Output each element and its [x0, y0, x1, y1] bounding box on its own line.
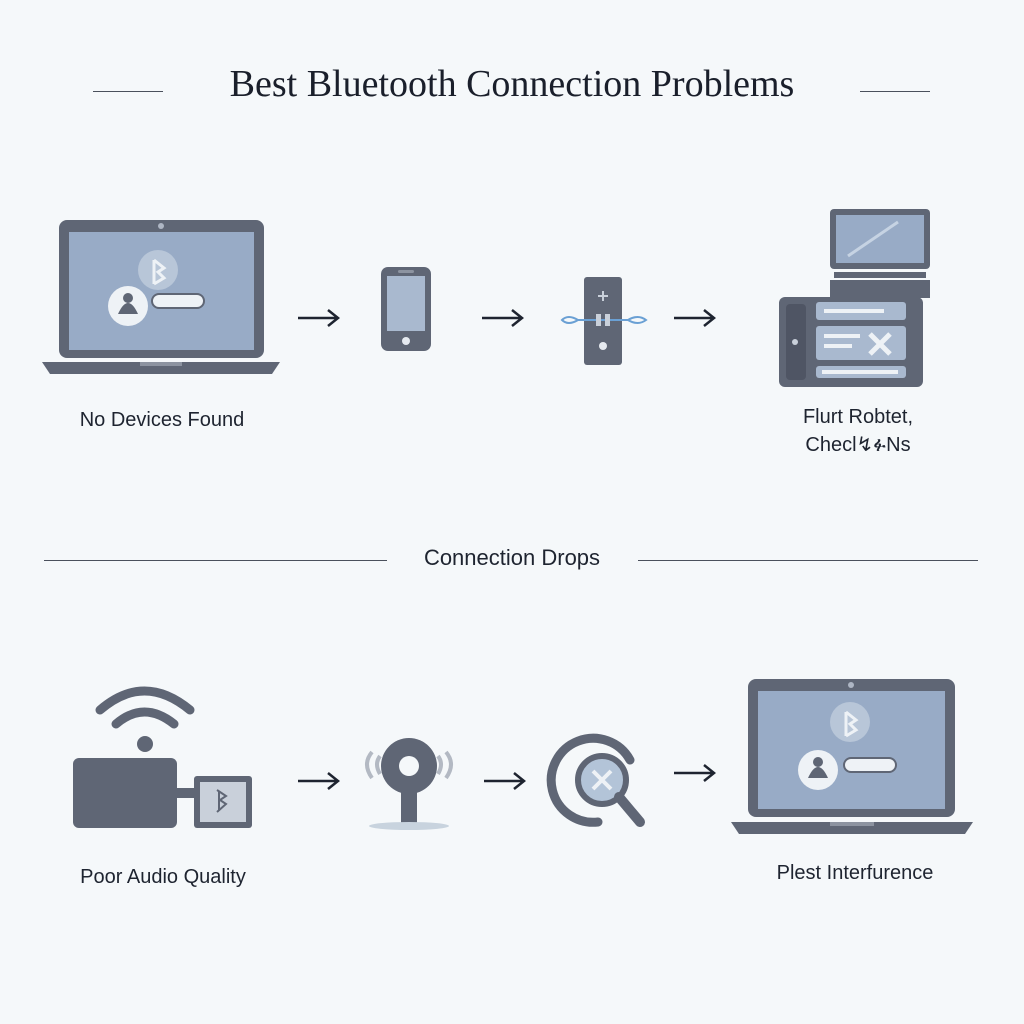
laptop-bluetooth-icon: [731, 679, 973, 834]
wifi-router-icon: [73, 686, 252, 828]
title-rule-right: [860, 91, 930, 92]
caption-poor-audio: Poor Audio Quality: [80, 866, 246, 888]
search-error-icon: [546, 733, 645, 827]
section-rule-right: [638, 560, 978, 561]
section-label: Connection Drops: [423, 545, 601, 570]
speaker-icon: [365, 738, 453, 830]
title-rule-left: [93, 91, 163, 92]
laptop-bluetooth-icon: [42, 220, 280, 374]
caption-flurt-line1: Flurt Robtet,: [802, 406, 914, 428]
caption-interference: Plest Interfurence: [776, 862, 934, 884]
computer-error-icon: [779, 209, 930, 387]
bluetooth-adapter-icon: [560, 277, 648, 365]
arrow-icon: [674, 309, 717, 327]
caption-no-devices: No Devices Found: [79, 409, 245, 431]
smartphone-icon: [381, 267, 431, 351]
arrow-icon: [674, 764, 717, 782]
arrow-icon: [482, 309, 525, 327]
section-rule-left: [44, 560, 387, 561]
caption-flurt-line2: Checl↯ፉNs: [805, 434, 911, 456]
page-title: Best Bluetooth Connection Problems: [229, 63, 795, 105]
arrow-icon: [484, 772, 527, 790]
arrow-icon: [298, 772, 341, 790]
arrow-icon: [298, 309, 341, 327]
